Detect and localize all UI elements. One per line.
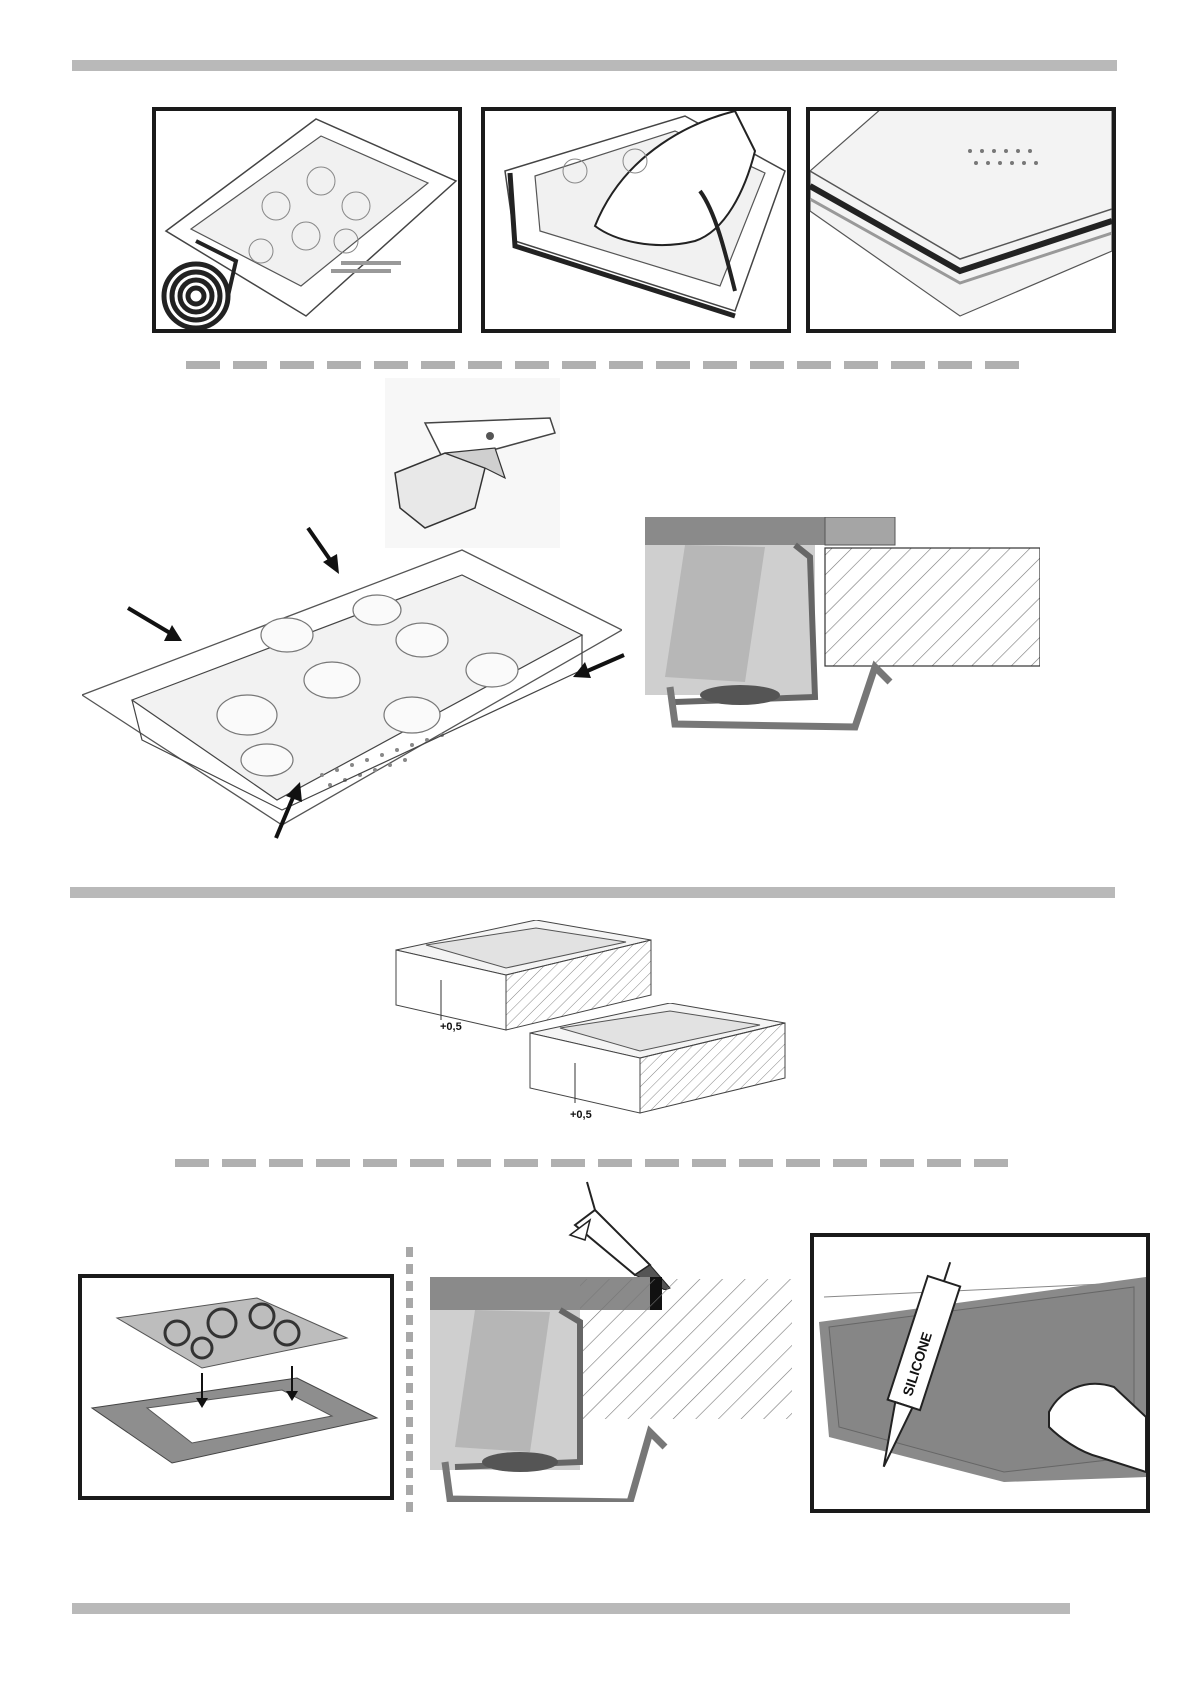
figure-gasket-press xyxy=(481,107,791,333)
figure-hob-insertion xyxy=(78,1274,394,1500)
figure-cutout-tolerance-lower xyxy=(520,1003,790,1128)
arrow-icon xyxy=(305,526,345,576)
middle-rule xyxy=(70,887,1115,898)
figure-hob-underside xyxy=(82,520,622,845)
bottom-rule xyxy=(72,1603,1070,1614)
tolerance-label-upper: +0,5 xyxy=(440,1021,462,1033)
tolerance-label-lower: +0,5 xyxy=(570,1109,592,1121)
arrow-icon xyxy=(272,780,307,840)
dashed-separator-lower xyxy=(175,1159,1008,1167)
figure-cross-section-clamp xyxy=(645,517,1040,737)
figure-gasket-roll xyxy=(152,107,462,333)
figure-cross-section-sealing xyxy=(430,1277,792,1507)
vertical-dashed-separator xyxy=(406,1247,413,1519)
arrow-icon xyxy=(126,605,186,645)
dashed-separator-upper xyxy=(186,361,1019,369)
top-rule xyxy=(72,60,1117,71)
figure-gasket-applied xyxy=(806,107,1116,333)
arrow-icon xyxy=(571,652,626,682)
figure-silicone-application: SILICONE xyxy=(810,1233,1150,1513)
